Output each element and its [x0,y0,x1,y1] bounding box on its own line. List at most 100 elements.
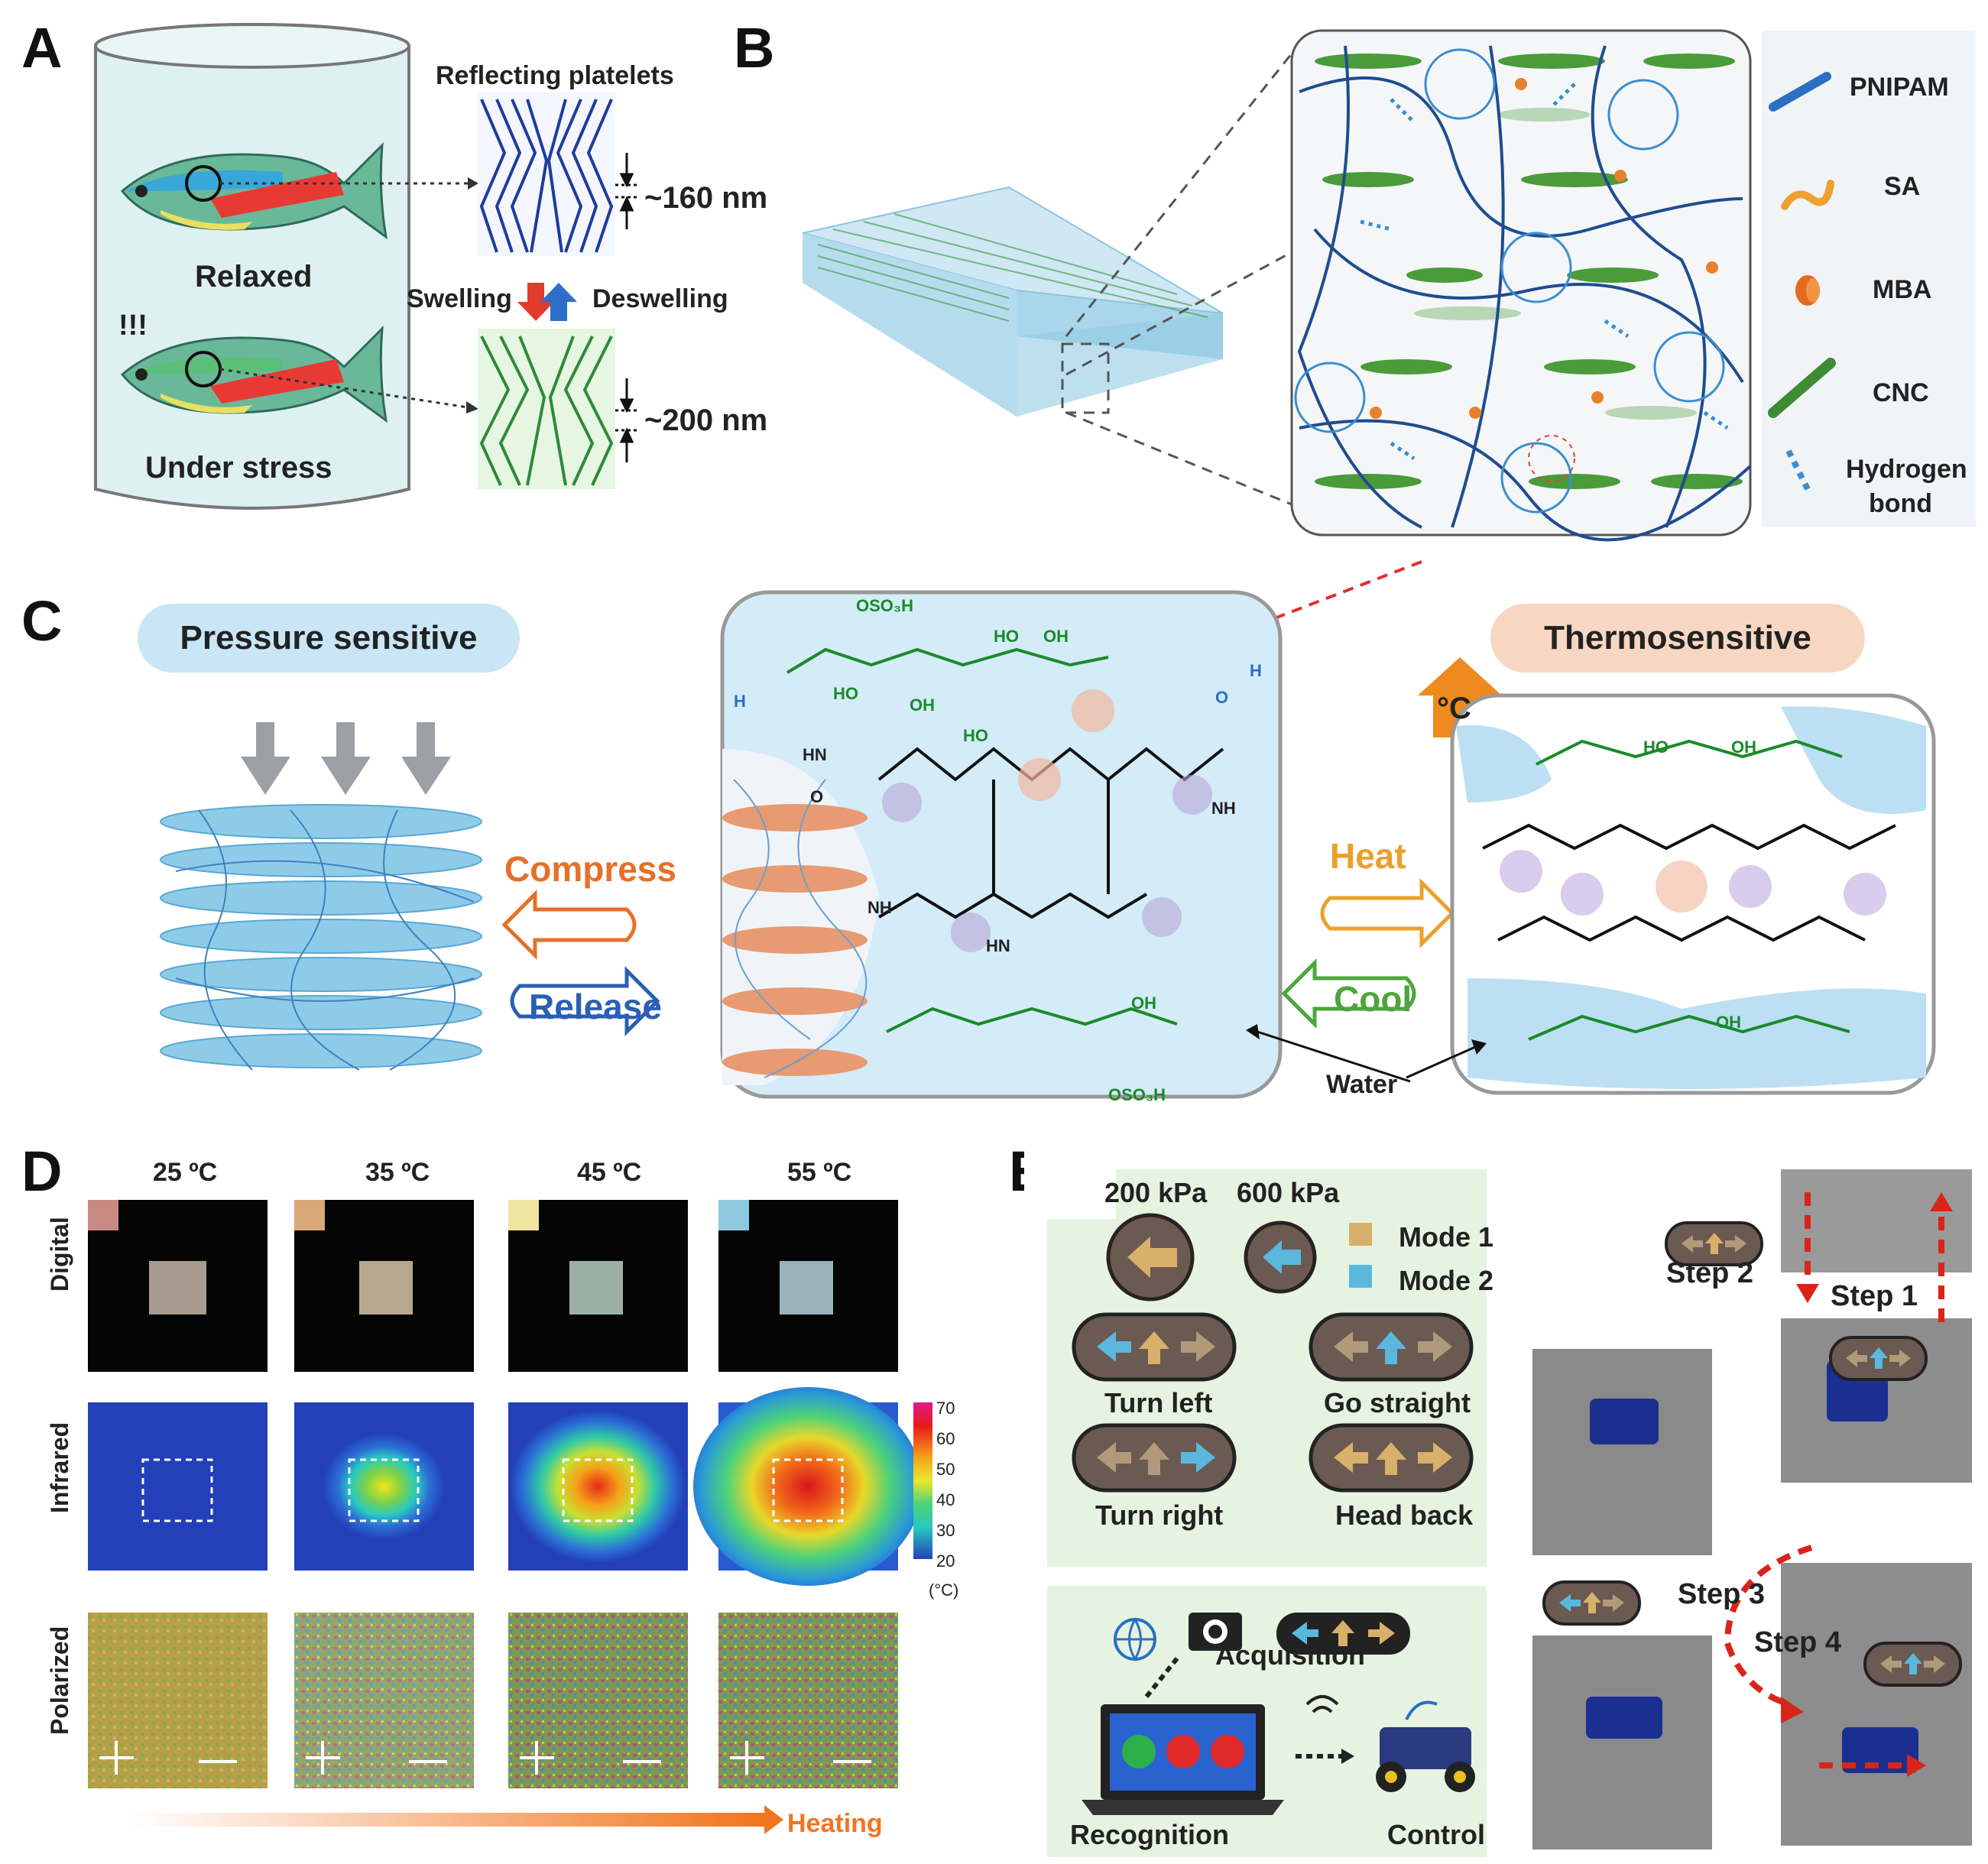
legend-cnc: CNC [1873,378,1929,407]
panel-letter-a: A [21,16,63,79]
colorbar-tick-60: 60 [936,1429,955,1448]
turn-left-pill [1072,1312,1237,1382]
legend-mba: MBA [1873,275,1932,304]
photo-car-blue [1532,1349,1712,1555]
legend-hydrogen: Hydrogen [1846,455,1967,484]
colorbar-tick-20: 20 [936,1551,955,1571]
mode1-label: Mode 1 [1399,1221,1494,1253]
turn-right-label: Turn right [1095,1499,1224,1531]
turn-left-label: Turn left [1104,1387,1213,1418]
chem-label-ho-2: HO [833,684,858,703]
step1-pill [1829,1336,1928,1381]
deswelling-label: Deswelling [592,284,728,313]
heat-arrow-icon [1320,877,1455,949]
chem-label-nh-2: NH [868,898,892,917]
chem-label-oso3h-2: OSO₃H [1108,1085,1166,1104]
wifi-icon [1305,1695,1339,1713]
chem-label-hn-1: HN [803,745,827,764]
platelets-green [478,329,615,489]
relaxed-label: Relaxed [195,260,313,293]
panel-b-illustration [802,29,1976,542]
camera-icon [1189,1613,1242,1651]
step4-label: Step 4 [1754,1626,1842,1658]
chem-label-h-2: H [1250,661,1262,680]
turn-right-pill [1072,1423,1237,1493]
acquisition-label: Acquisition [1215,1639,1365,1671]
panel-e-illustration [1024,1146,1972,1857]
alarm-label: !!! [118,310,148,342]
temp-label-25: 25 ºC [153,1158,218,1187]
cool-label: Cool [1334,979,1412,1019]
temp-label-35: 35 ºC [365,1158,430,1187]
step4-pill [1863,1642,1962,1687]
chem-label-oh-4: OH [1731,737,1756,757]
step2-label: Step 2 [1666,1257,1754,1289]
compress-label: Compress [504,849,676,889]
colorbar-tick-30: 30 [936,1521,955,1540]
mba-icon [1795,275,1820,306]
distance-160-label: ~160 nm [644,181,768,215]
colorbar-tick-50: 50 [936,1460,955,1479]
deswelling-arrow-icon [540,283,577,321]
cnc-icon [1768,358,1836,418]
chem-label-o-1: O [810,787,824,806]
step2-pill [1665,1221,1763,1266]
recognition-label: Recognition [1070,1819,1229,1850]
release-arrow-icon [510,965,660,1037]
heat-label: Heat [1330,836,1406,876]
fish-relaxed-icon [120,142,388,240]
step3-pill [1542,1580,1641,1626]
legend-bond: bond [1869,489,1933,518]
sa-icon [1781,180,1834,210]
heating-arrow-icon [130,1813,764,1827]
temp-label-45: 45 ºC [577,1158,642,1187]
chem-label-ho-1: HO [994,627,1019,646]
panel-c-illustration [160,560,1936,1099]
chem-label-hn-2: HN [986,936,1010,955]
infrared-row [88,1387,932,1586]
mode2-label: Mode 2 [1399,1265,1494,1296]
chem-label-oh-2: OH [910,695,935,715]
polarized-row [88,1613,898,1788]
chem-label-ho-4: HO [1643,737,1669,757]
mode2-swatch [1349,1265,1372,1288]
release-label: Release [529,987,662,1026]
compress-arrow-icon [501,889,637,961]
colorbar-tick-40: 40 [936,1490,955,1509]
laptop-icon [1082,1704,1284,1815]
thermosensitive-label: Thermosensitive [1490,604,1865,673]
temp-label-55: 55 ºC [787,1158,852,1187]
legend-pnipam: PNIPAM [1850,73,1949,102]
chem-label-oh-1: OH [1043,627,1069,646]
chem-label-h-1: H [734,692,746,711]
cool-arrow-icon [1281,958,1416,1029]
go-straight-label: Go straight [1324,1387,1471,1418]
cnc-stack-icon [722,749,879,1085]
pressure-sensitive-label: Pressure sensitive [138,604,520,673]
mode1-swatch [1349,1223,1372,1246]
heating-label: Heating [787,1809,883,1838]
panel-letter-d: D [21,1139,63,1203]
head-back-pill [1309,1423,1474,1493]
digital-row [88,1200,898,1372]
swelling-arrow-icon [517,283,554,321]
pressure-200-label: 200 kPa [1104,1177,1208,1208]
legend-sa: SA [1884,172,1921,201]
control-label: Control [1387,1819,1485,1850]
under-stress-label: Under stress [145,451,332,485]
degc-label: °C [1437,692,1471,725]
chem-label-nh-1: NH [1211,799,1236,818]
colorbar-unit: (°C) [929,1580,959,1600]
head-back-label: Head back [1335,1499,1474,1531]
step3-label: Step 3 [1678,1578,1766,1610]
platelets-blue [478,92,615,256]
pnipam-icon [1769,72,1831,112]
distance-200-label: ~200 nm [644,404,768,437]
chem-label-oh-3: OH [1131,994,1156,1013]
reflecting-platelets-label: Reflecting platelets [436,61,674,90]
colorbar [913,1402,932,1559]
colorbar-tick-70: 70 [936,1399,955,1418]
panel-d-grid [88,1200,932,1834]
robot-car-icon [1376,1727,1475,1792]
swelling-label: Swelling [407,284,512,313]
